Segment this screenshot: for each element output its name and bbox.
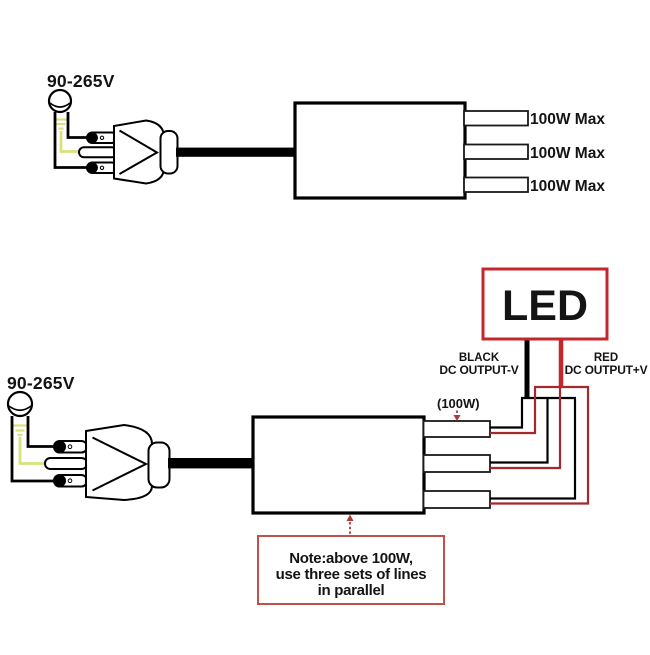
black-output-wires bbox=[490, 396, 577, 500]
red-lead-sublabel: DC OUTPUT+V bbox=[565, 363, 648, 377]
ground-symbol-icon bbox=[13, 424, 27, 437]
output-connector-3 bbox=[422, 490, 491, 509]
output-label-1: 100W Max bbox=[530, 111, 605, 128]
output-connector-2 bbox=[463, 143, 529, 160]
power-supply-box bbox=[251, 415, 426, 515]
power-label: (100W) bbox=[437, 396, 480, 411]
output-label-3: 100W Max bbox=[530, 178, 605, 195]
led-box bbox=[481, 267, 609, 341]
plug-neck bbox=[147, 441, 171, 489]
ground-wire bbox=[59, 131, 83, 153]
output-connector-1 bbox=[422, 420, 491, 438]
arrow-up-icon bbox=[346, 514, 354, 521]
bottom-diagram: 90-265V bbox=[6, 267, 648, 605]
output-connectors bbox=[463, 110, 529, 193]
power-cord bbox=[176, 147, 296, 157]
neutral-wire bbox=[10, 416, 54, 483]
output-label-2: 100W Max bbox=[530, 145, 605, 162]
power-supply-box bbox=[293, 101, 467, 200]
black-lead-sublabel: DC OUTPUT-V bbox=[439, 363, 518, 377]
neutral-wire bbox=[53, 112, 88, 169]
plug-prong-ground bbox=[78, 146, 118, 159]
input-voltage-label: 90-265V bbox=[7, 373, 75, 393]
note-arrow bbox=[346, 514, 354, 536]
output-connector-3 bbox=[463, 176, 529, 193]
plug-neck bbox=[159, 130, 179, 175]
top-diagram: 90-265V bbox=[47, 71, 605, 200]
note-line-1: Note:above 100W, bbox=[289, 550, 413, 567]
arrow-down-icon bbox=[453, 415, 461, 421]
note-line-3: in parallel bbox=[318, 582, 385, 599]
output-connectors bbox=[422, 420, 491, 509]
ground-wire bbox=[18, 437, 49, 465]
plug-chevron bbox=[118, 129, 159, 175]
output-connector-1 bbox=[463, 110, 529, 127]
power-label-arrow bbox=[453, 410, 461, 421]
power-cord bbox=[168, 458, 254, 469]
ac-plug bbox=[44, 423, 254, 502]
ac-source-icon bbox=[6, 390, 34, 418]
ac-wave bbox=[49, 102, 71, 108]
ac-source-circle bbox=[47, 88, 73, 114]
live-wire bbox=[26, 416, 54, 448]
plug-chevron bbox=[92, 436, 149, 492]
red-lead-label: RED bbox=[594, 352, 618, 364]
black-lead-label: BLACK bbox=[459, 352, 500, 364]
note-box bbox=[257, 535, 445, 605]
note-line-2: use three sets of lines bbox=[276, 566, 427, 583]
ac-source-icon bbox=[47, 88, 73, 114]
ac-source-circle bbox=[6, 390, 34, 418]
plug-prong-ground bbox=[44, 457, 88, 470]
live-wire bbox=[66, 112, 88, 139]
ac-plug bbox=[78, 119, 296, 185]
led-label: LED bbox=[502, 282, 588, 330]
ac-wave bbox=[8, 405, 32, 412]
input-voltage-label: 90-265V bbox=[47, 71, 115, 91]
output-connector-2 bbox=[422, 454, 491, 473]
